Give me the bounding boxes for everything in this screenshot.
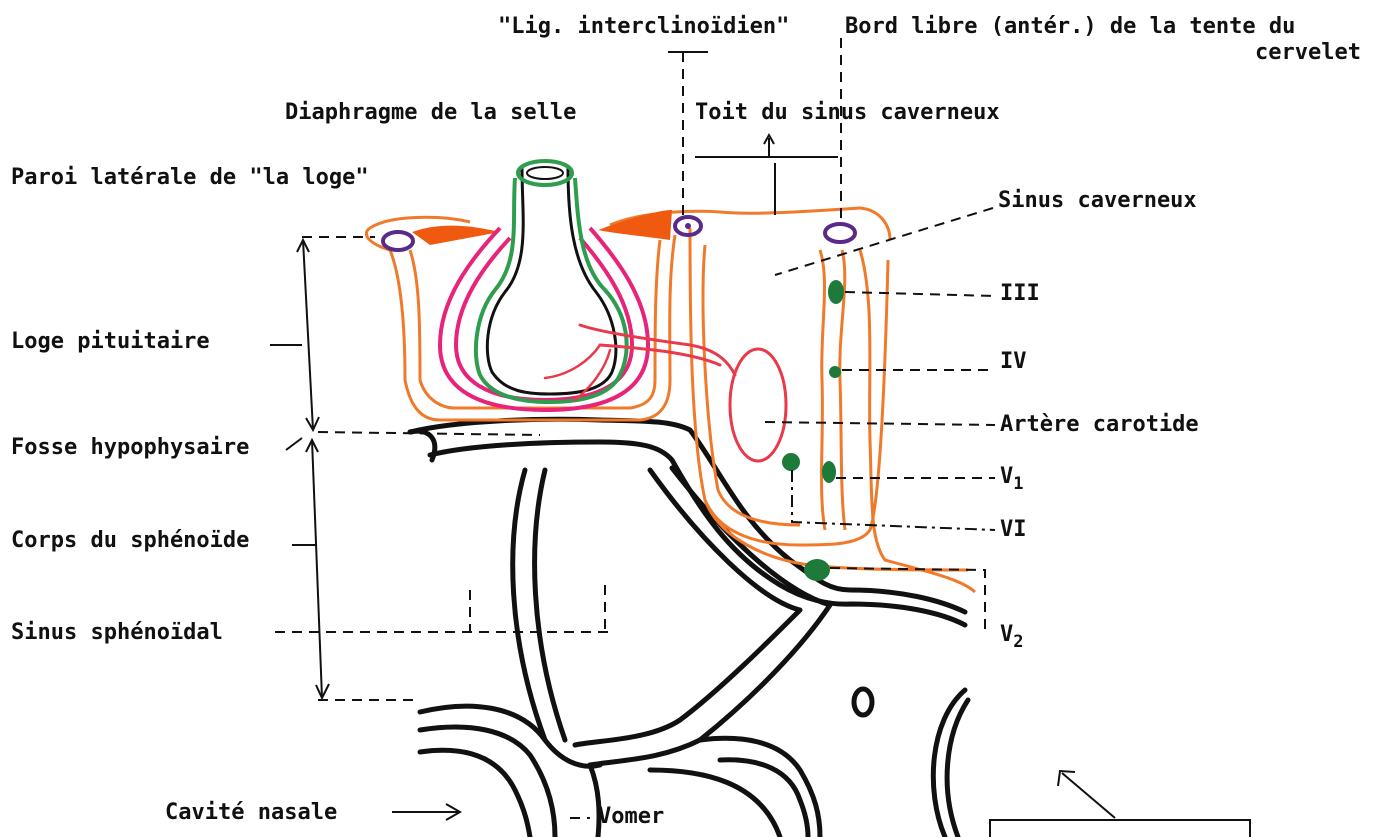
solid-lines bbox=[270, 52, 1250, 837]
lateral-wall-c bbox=[860, 250, 975, 592]
label-corps-sphenoide: Corps du sphénoïde bbox=[11, 530, 249, 552]
label-lig-interclinoidien: "Lig. interclinoïdien" bbox=[498, 16, 789, 38]
fosse-curl bbox=[410, 431, 435, 460]
label-bord-libre: Bord libre (antér.) de la tente du bbox=[845, 16, 1295, 38]
label-nerve-v1: V1 bbox=[1000, 466, 1024, 493]
nerve-vi bbox=[782, 453, 800, 471]
label-cervelet: cervelet bbox=[1255, 42, 1361, 64]
diaphragm-wedges bbox=[412, 210, 672, 245]
label-nerve-iii: III bbox=[1000, 283, 1040, 305]
label-toit-sinus: Toit du sinus caverneux bbox=[695, 102, 1000, 124]
sphenoid-bone bbox=[410, 419, 968, 837]
ring-tent bbox=[825, 224, 855, 242]
septum-right bbox=[535, 470, 565, 740]
ring-left bbox=[383, 232, 413, 250]
label-sinus-sphenoidal: Sinus sphénoïdal bbox=[11, 622, 223, 644]
label-loge-pituitaire: Loge pituitaire bbox=[11, 331, 210, 353]
bottom-arrow bbox=[1062, 773, 1115, 818]
stalk-top-inner bbox=[527, 167, 563, 179]
pituitary-gland bbox=[440, 161, 648, 410]
label-nerve-v1-main: V bbox=[1000, 464, 1013, 489]
label-nerve-v2-sub: 2 bbox=[1013, 632, 1023, 652]
leader-sinus-cav bbox=[775, 208, 993, 275]
label-vomer: Vomer bbox=[598, 806, 664, 828]
label-nerve-v2-main: V bbox=[1000, 622, 1013, 647]
label-nerve-v2: V2 bbox=[1000, 624, 1024, 651]
cavernous-outer bbox=[690, 228, 888, 545]
label-sinus-caverneux: Sinus caverneux bbox=[998, 190, 1197, 212]
nerve-iii bbox=[828, 280, 844, 304]
ring-interclinoid-dot bbox=[685, 223, 691, 229]
nerve-v1 bbox=[822, 461, 836, 483]
leader-carotide bbox=[765, 422, 995, 425]
lower-right-2 bbox=[720, 760, 808, 837]
lower-floor-3 bbox=[420, 750, 530, 837]
right-arc-inner bbox=[947, 700, 968, 837]
label-paroi-laterale: Paroi latérale de "la loge" bbox=[11, 167, 369, 189]
label-cavite-nasale: Cavité nasale bbox=[165, 802, 337, 824]
lower-right-1 bbox=[700, 738, 820, 837]
dura-mater bbox=[366, 208, 975, 592]
label-nerve-vi: VI bbox=[1000, 519, 1027, 541]
foramen-ring bbox=[854, 689, 872, 715]
bottom-arrow-head bbox=[1058, 771, 1075, 786]
fosse-tick bbox=[286, 438, 302, 450]
carotid-loop bbox=[730, 349, 786, 461]
sinus-right-wall bbox=[575, 470, 800, 745]
lower-floor-2 bbox=[420, 727, 555, 837]
corps-measure bbox=[312, 440, 322, 698]
label-nerve-iv: IV bbox=[1000, 351, 1027, 373]
label-fosse-hypophysaire: Fosse hypophysaire bbox=[11, 437, 249, 459]
label-artere-carotide: Artère carotide bbox=[1000, 414, 1199, 436]
gland-green bbox=[476, 178, 627, 402]
label-diaphragme: Diaphragme de la selle bbox=[285, 102, 576, 124]
leader-lines bbox=[275, 38, 995, 818]
label-nerve-v1-sub: 1 bbox=[1013, 474, 1023, 494]
lateral-wall-a bbox=[820, 250, 825, 530]
bottom-box bbox=[990, 820, 1250, 837]
hypophyseal-branch-c bbox=[545, 345, 600, 378]
lower-right-3 bbox=[650, 770, 780, 837]
nerve-v2 bbox=[804, 559, 830, 581]
wedge-right bbox=[598, 210, 672, 240]
loge-measure bbox=[303, 240, 313, 430]
cranial-nerves bbox=[782, 280, 844, 581]
nerve-iv bbox=[829, 366, 841, 378]
